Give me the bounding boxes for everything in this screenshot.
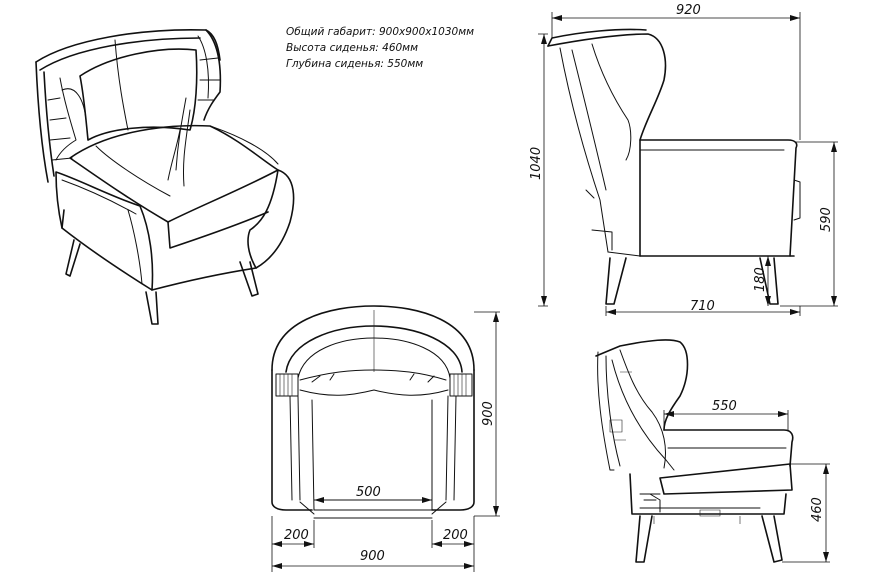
isometric-view — [35, 28, 295, 325]
spec-seat-height: Высота сиденья: 460мм — [286, 42, 419, 54]
spec-seat-depth: Глубина сиденья: 550мм — [286, 58, 424, 70]
dim-section-seat-depth: 550 — [712, 399, 737, 414]
dim-side-leg-height: 180 — [753, 267, 768, 292]
dim-side-armrest-height: 590 — [819, 207, 834, 232]
dim-side-total-height: 1040 — [529, 147, 544, 180]
dim-front-arm-right: 200 — [443, 528, 468, 543]
dim-front-seat-width: 500 — [356, 485, 381, 500]
front-view: 900 500 200 200 900 — [271, 305, 500, 572]
dim-side-base-depth: 710 — [690, 299, 715, 314]
dim-side-total-width: 920 — [676, 3, 701, 18]
dim-front-height: 900 — [481, 401, 496, 426]
dim-front-total-width: 900 — [360, 549, 385, 564]
dim-front-arm-left: 200 — [284, 528, 309, 543]
spec-overall: Общий габарит: 900х900х1030мм — [286, 26, 475, 38]
side-view: 920 1040 590 180 710 — [529, 3, 838, 316]
dim-section-seat-height: 460 — [810, 497, 825, 522]
section-view: 550 460 — [595, 339, 830, 563]
